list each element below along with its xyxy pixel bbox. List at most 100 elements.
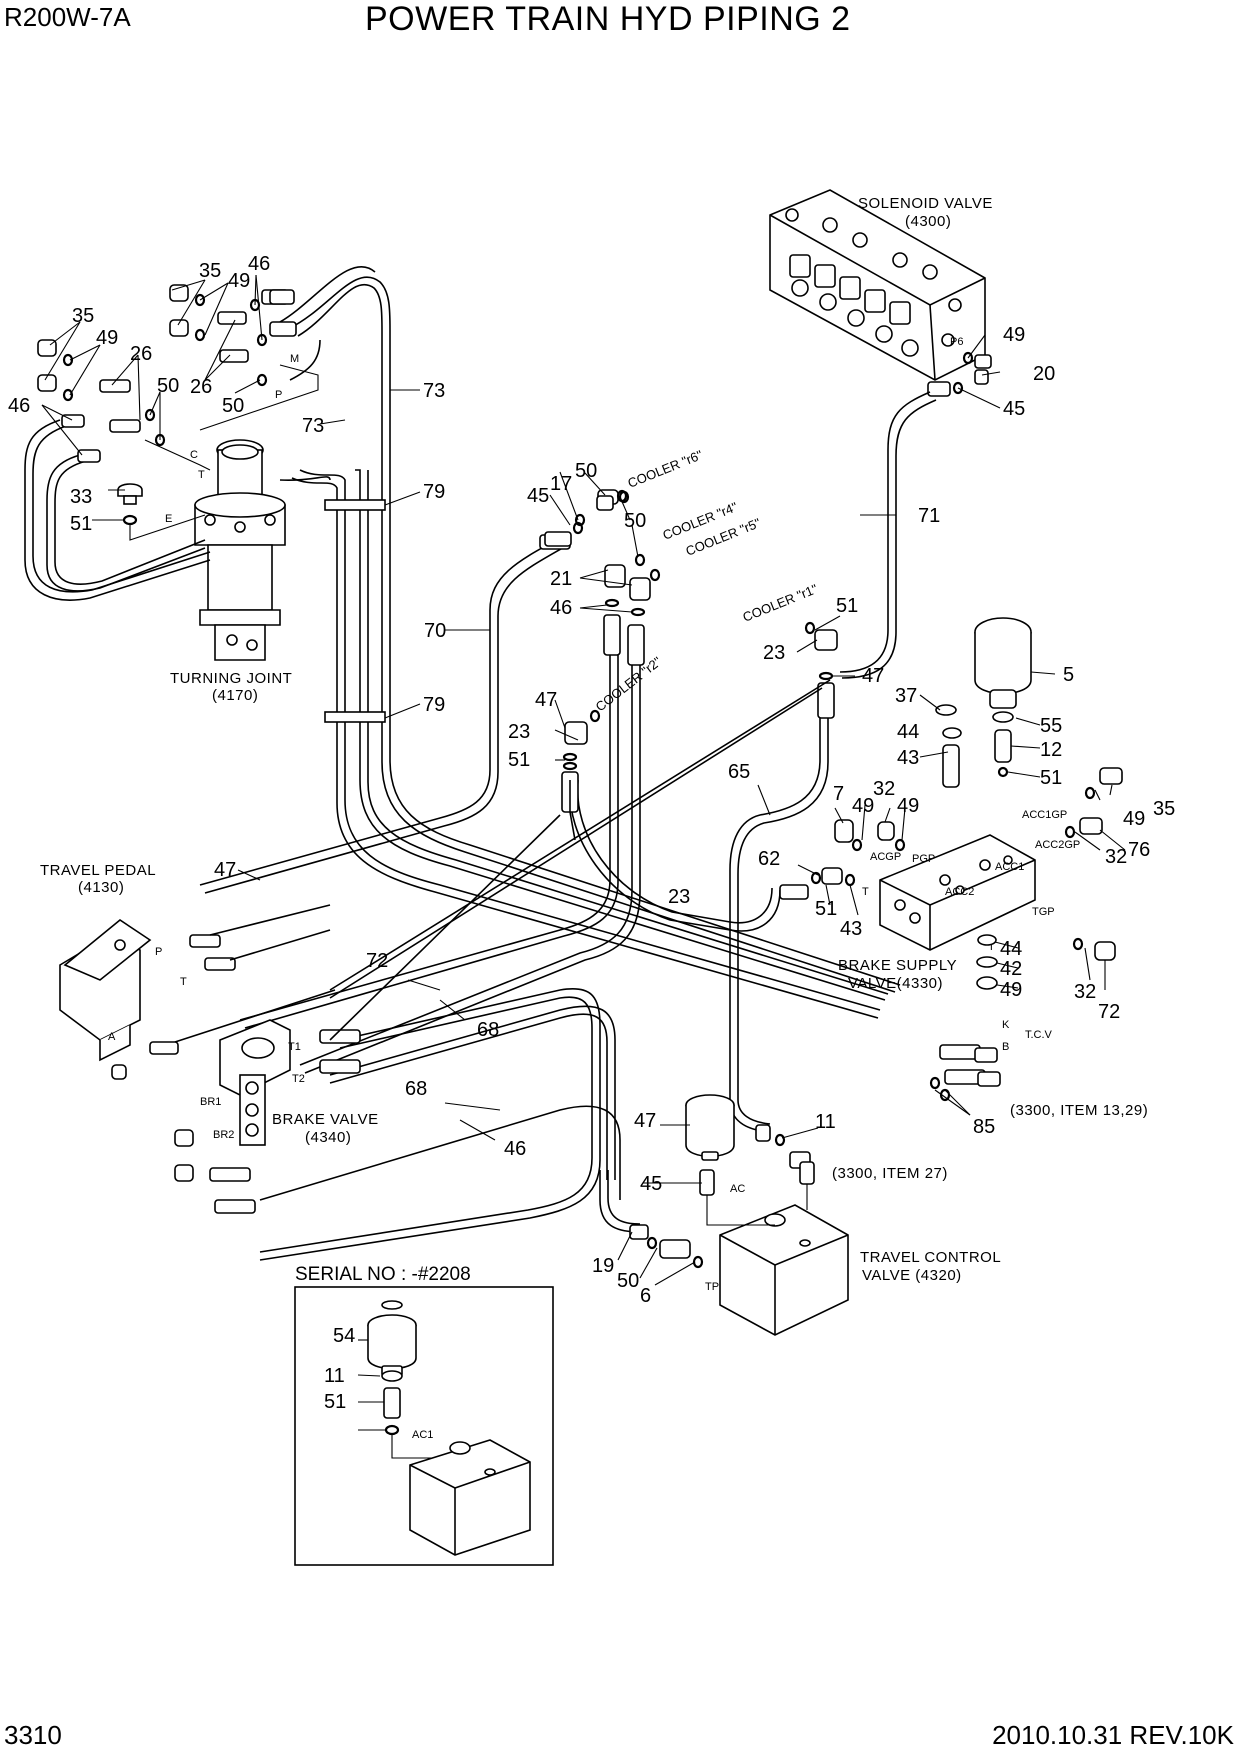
accumulator-5: [974, 617, 1032, 778]
port-label: ACC1GP: [1022, 809, 1067, 821]
port-label: ACC2: [945, 886, 974, 898]
callout-number: 49: [852, 795, 874, 817]
callout-number: 46: [8, 395, 30, 417]
callout-number: 32: [1074, 981, 1096, 1003]
port-label: P6: [950, 336, 963, 348]
callout-number: 79: [423, 481, 445, 503]
callout-number: 72: [366, 950, 388, 972]
port-label: ACC2GP: [1035, 839, 1080, 851]
callout-number: 73: [302, 415, 324, 437]
port-label: T: [862, 886, 869, 898]
brake-valve-name: BRAKE VALVE: [272, 1111, 379, 1128]
port-label: T: [198, 469, 205, 481]
port-label: T1: [288, 1041, 301, 1053]
callout-number: 47: [862, 665, 884, 687]
callout-number: 51: [836, 595, 858, 617]
turning-joint-ref: (4170): [212, 687, 258, 704]
callout-number: 45: [640, 1173, 662, 1195]
callout-number: 35: [1153, 798, 1175, 820]
port-label: T: [988, 941, 995, 953]
callout-number: 50: [157, 375, 179, 397]
cooler-label-r6: COOLER "r6": [626, 447, 706, 491]
callout-number: 44: [1000, 938, 1022, 960]
port-label: B: [1002, 1041, 1009, 1053]
port-label: C: [190, 449, 198, 461]
port-label: BR2: [213, 1129, 234, 1141]
callout-number: 71: [918, 505, 940, 527]
callout-number: 65: [728, 761, 750, 783]
callout-number: 37: [895, 685, 917, 707]
callout-number: 62: [758, 848, 780, 870]
callout-number: 47: [634, 1110, 656, 1132]
port-label: P: [275, 389, 282, 401]
travel-pedal-name: TRAVEL PEDAL: [40, 862, 156, 879]
brake-supply-valve-ref: VALVE(4330): [848, 975, 943, 992]
callout-number: 19: [592, 1255, 614, 1277]
callout-number: 11: [815, 1111, 836, 1133]
callout-number: 51: [324, 1391, 346, 1413]
callout-number: 46: [550, 597, 572, 619]
callout-number: 50: [222, 395, 244, 417]
callout-number: 47: [535, 689, 557, 711]
callout-number: 50: [575, 460, 597, 482]
port-label: T.C.V: [1025, 1029, 1053, 1041]
ref-3300-items-13-29: (3300, ITEM 13,29): [1010, 1102, 1148, 1119]
callout-number: 49: [897, 795, 919, 817]
port-label: P: [155, 946, 162, 958]
callout-number: 49: [1123, 808, 1145, 830]
callout-number: 26: [190, 376, 212, 398]
port-label: A: [108, 1031, 116, 1043]
callout-number: 21: [550, 568, 572, 590]
solenoid-valve: P6: [769, 189, 986, 381]
accumulator-85: [685, 1094, 735, 1161]
callout-number: 44: [897, 721, 919, 743]
brake-valve-ref: (4340): [305, 1129, 351, 1146]
callout-number: 46: [248, 253, 270, 275]
callout-numbers: 35 49 46 35 49 26 50 26 50 46 73 73 33 5…: [8, 253, 1175, 1413]
model-name: R200W-7A: [4, 2, 131, 32]
callout-number: 42: [1000, 958, 1022, 980]
turning-joint: [194, 439, 286, 661]
callout-number: 49: [228, 270, 250, 292]
callout-number: 26: [130, 343, 152, 365]
port-label: ACGP: [870, 851, 901, 863]
callout-number: 85: [973, 1116, 995, 1138]
brake-supply-valve-name: BRAKE SUPPLY: [838, 957, 957, 974]
callout-number: 51: [1040, 767, 1062, 789]
serial-box-assembly: AC1: [357, 1300, 531, 1556]
tcv-name: TRAVEL CONTROL: [860, 1249, 1001, 1266]
callout-number: 23: [508, 721, 530, 743]
page-title: POWER TRAIN HYD PIPING 2: [365, 0, 851, 38]
serial-box-label: SERIAL NO : -#2208: [295, 1264, 471, 1285]
tcv-ref: VALVE (4320): [862, 1267, 962, 1284]
port-label: T2: [292, 1073, 305, 1085]
page-number: 3310: [4, 1720, 62, 1750]
port-label: TP: [705, 1281, 719, 1293]
callout-number: 50: [617, 1270, 639, 1292]
solenoid-valve-name: SOLENOID VALVE: [858, 195, 993, 212]
callout-number: 32: [1105, 846, 1127, 868]
callout-number: 50: [624, 510, 646, 532]
callout-number: 51: [508, 749, 530, 771]
port-label: T: [180, 976, 187, 988]
callout-number: 6: [640, 1285, 651, 1307]
port-label: TGP: [1032, 906, 1055, 918]
callout-number: 35: [72, 305, 94, 327]
callout-number: 79: [423, 694, 445, 716]
port-label: E: [165, 513, 172, 525]
callout-number: 76: [1128, 839, 1150, 861]
port-label: M: [290, 353, 299, 365]
leader-lines: [41, 274, 1126, 1286]
callout-number: 12: [1040, 739, 1062, 761]
callout-number: 47: [214, 859, 236, 881]
solenoid-valve-ref: (4300): [905, 213, 951, 230]
callout-number: 45: [527, 485, 549, 507]
callout-number: 72: [1098, 1001, 1120, 1023]
callout-number: 11: [324, 1365, 345, 1387]
callout-number: 23: [763, 642, 785, 664]
callout-number: 55: [1040, 715, 1062, 737]
port-label: PGP: [912, 853, 935, 865]
callout-number: 17: [550, 473, 572, 495]
callout-number: 7: [833, 783, 844, 805]
cooler-label-r1: COOLER "r1": [741, 581, 821, 625]
